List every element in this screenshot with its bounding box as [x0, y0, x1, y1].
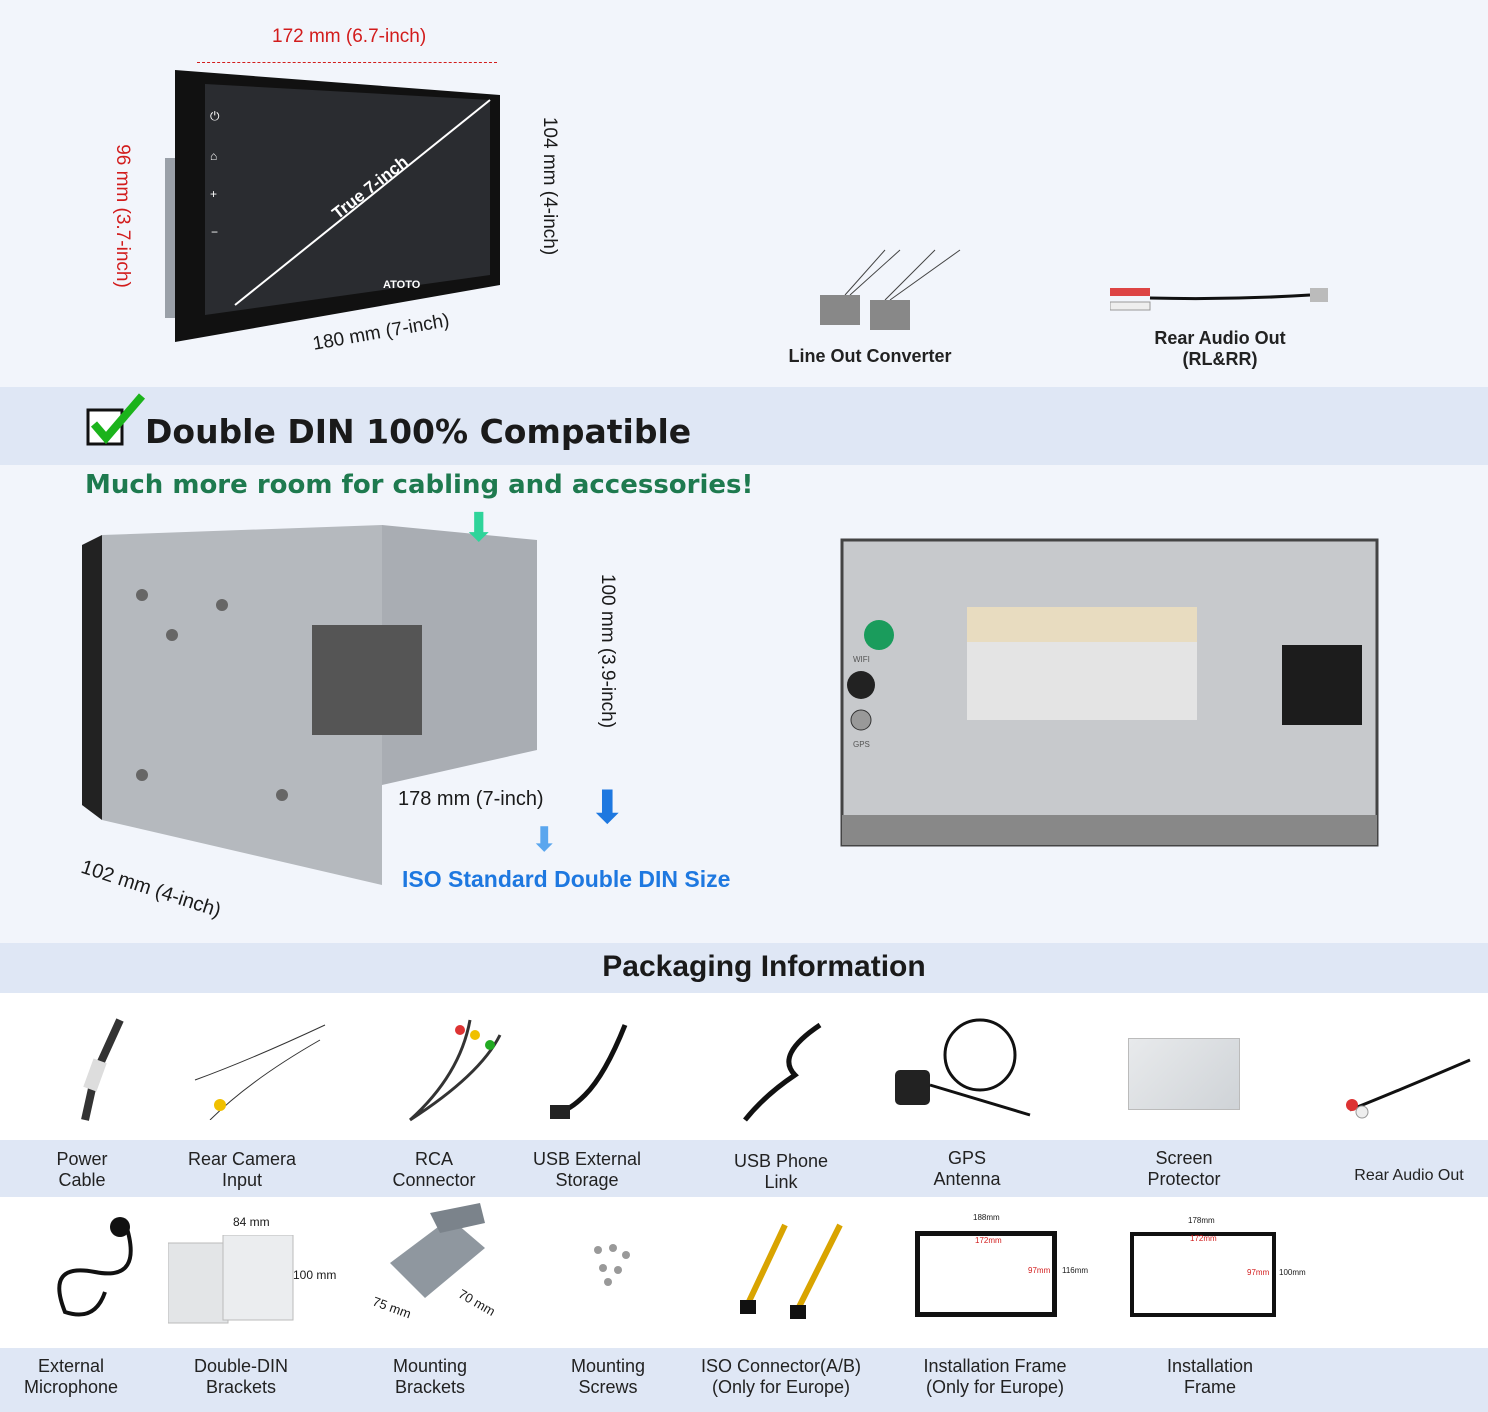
power-cable-image	[60, 1015, 140, 1130]
blue-down-arrow-icon: ⬇	[530, 821, 559, 859]
compat-heading: Double DIN 100% Compatible	[145, 412, 692, 451]
blue-down-arrow-icon: ⬇	[588, 781, 627, 833]
double-din-brackets-image	[167, 1234, 298, 1330]
rca-connector-image	[400, 1015, 510, 1130]
brackets-height-dimension: 100 mm	[293, 1268, 337, 1282]
packaging-row1-bg	[0, 993, 1488, 1140]
rca-connector-label: RCA Connector	[392, 1149, 476, 1190]
row2-label-band	[0, 1348, 1488, 1412]
installation-frame-europe-image	[915, 1231, 1057, 1317]
frame1-outer-dimension: 188mm	[973, 1213, 1000, 1222]
iso-standard-label: ISO Standard Double DIN Size	[402, 866, 731, 892]
chassis-width-dimension: 178 mm (7-inch)	[398, 788, 544, 810]
iso-connector-label: ISO Connector(A/B) (Only for Europe)	[700, 1356, 862, 1397]
line-out-converter-image	[815, 245, 965, 340]
mounting-screws-image	[588, 1240, 638, 1295]
frame1-height-dimension: 116mm	[1062, 1266, 1089, 1275]
frame2-outer-dimension: 178mm	[1188, 1216, 1215, 1225]
gps-port-label: GPS	[853, 740, 870, 749]
double-din-brackets-label: Double-DIN Brackets	[193, 1356, 289, 1397]
installation-frame-label: Installation Frame	[1166, 1356, 1254, 1397]
gps-antenna-label: GPS Antenna	[933, 1148, 1001, 1189]
green-down-arrow-icon: ⬇	[462, 506, 496, 550]
usb-phone-link-image	[735, 1015, 830, 1130]
head-unit-image: ⏻ ⌂ + −	[165, 70, 505, 342]
rear-audio-out-image	[1109, 280, 1330, 325]
line-out-converter-label: Line Out Converter	[788, 346, 952, 366]
brand-logo: ATOTO	[383, 279, 421, 291]
compat-band	[0, 387, 1488, 465]
packaging-title: Packaging Information	[602, 950, 926, 983]
rear-camera-input-image	[190, 1020, 330, 1125]
svg-text:+: +	[210, 187, 217, 201]
rear-audio-out-label: Rear Audio Out	[1354, 1167, 1464, 1184]
svg-text:−: −	[211, 225, 218, 239]
usb-external-storage-image	[545, 1015, 635, 1130]
chassis-height-dimension: 100 mm (3.9-inch)	[597, 573, 619, 729]
usb-phone-link-label: USB Phone Link	[733, 1151, 829, 1192]
gps-antenna-image	[890, 1015, 1050, 1130]
external-microphone-image	[35, 1212, 135, 1337]
rear-camera-input-label: Rear Camera Input	[187, 1149, 297, 1190]
frame1-inner-height-dimension: 97mm	[1028, 1266, 1051, 1275]
installation-frame-image	[1130, 1232, 1276, 1317]
double-din-chassis-image	[82, 525, 582, 890]
right-height-dimension: 104 mm (4-inch)	[539, 116, 561, 256]
left-height-dimension: 96 mm (3.7-inch)	[111, 144, 133, 288]
compat-subheading: Much more room for cabling and accessori…	[85, 470, 754, 500]
usb-external-storage-label: USB External Storage	[532, 1149, 642, 1190]
brackets-width-dimension: 84 mm	[233, 1215, 270, 1229]
wifi-port-label: WIFI	[853, 655, 870, 664]
frame2-inner-height-dimension: 97mm	[1247, 1268, 1270, 1277]
screen-protector-label: Screen Protector	[1147, 1148, 1221, 1189]
iso-connector-image	[735, 1220, 855, 1325]
rear-audio-out-label: Rear Audio Out (RL&RR)	[1154, 328, 1286, 369]
svg-text:⏻: ⏻	[210, 109, 220, 123]
mounting-brackets-image	[380, 1203, 490, 1308]
installation-frame-europe-label: Installation Frame (Only for Europe)	[923, 1356, 1067, 1397]
screen-protector-image	[1128, 1038, 1240, 1110]
mounting-screws-label: Mounting Screws	[570, 1356, 646, 1397]
packaging-title-band	[0, 943, 1488, 993]
rear-panel-image	[837, 535, 1382, 855]
width-dimension: 172 mm (6.7-inch)	[272, 26, 427, 47]
checkbox-check-icon	[86, 392, 146, 453]
frame1-inner-dimension: 172mm	[975, 1236, 1002, 1245]
external-microphone-label: External Microphone	[23, 1356, 119, 1397]
width-dimension-line	[197, 62, 497, 63]
mounting-brackets-label: Mounting Brackets	[392, 1356, 468, 1397]
power-cable-label: Power Cable	[56, 1149, 108, 1190]
frame2-height-dimension: 100mm	[1279, 1268, 1306, 1277]
frame2-inner-dimension: 172mm	[1190, 1234, 1217, 1243]
row1-label-band	[0, 1140, 1488, 1197]
svg-text:⌂: ⌂	[210, 149, 217, 163]
rear-audio-out-small-image	[1340, 1050, 1480, 1125]
